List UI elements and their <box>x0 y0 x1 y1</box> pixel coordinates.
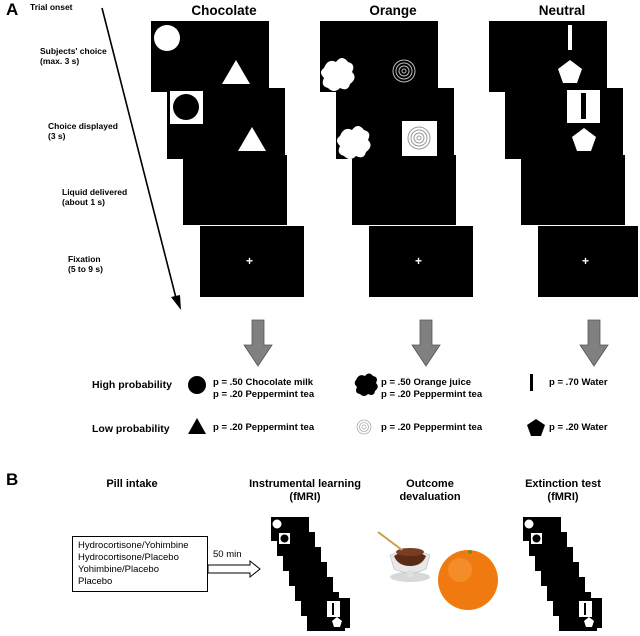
instrumental-learning-heading: Instrumental learning (fMRI) <box>249 478 361 503</box>
pentagon-stimulus-icon <box>572 128 596 151</box>
column-neutral-header: Neutral <box>538 3 586 18</box>
neutral-high-outcome: p = .70 Water <box>549 377 608 388</box>
circle-stimulus-icon <box>154 25 180 51</box>
chocolate-low-outcome: p = .20 Peppermint tea <box>213 422 315 433</box>
column-chocolate-header: Chocolate <box>191 3 257 18</box>
pentagon-outcome-icon <box>527 419 545 436</box>
panel-b-letter: B <box>6 470 19 489</box>
neutral-liquid-screen <box>521 155 625 225</box>
spiral-outcome-icon <box>356 419 372 435</box>
trial-onset-label: Trial onset <box>30 2 73 12</box>
spiral-stimulus-icon <box>392 59 416 83</box>
spiral-selected-icon <box>407 126 431 150</box>
pill-condition: Hydrocortisone/Placebo <box>78 552 179 563</box>
pill-conditions-box: Hydrocortisone/Yohimbine Hydrocortisone/… <box>72 536 208 592</box>
high-probability-label: High probability <box>92 379 172 391</box>
chocolate-liquid-screen <box>183 155 287 225</box>
pill-condition: Placebo <box>78 576 113 587</box>
pill-condition: Yohimbine/Placebo <box>78 564 159 575</box>
circle-outcome-icon <box>188 376 206 394</box>
chocolate-high-outcomes: p = .50 Chocolate milk p = .20 Peppermin… <box>213 377 315 400</box>
pill-condition: Hydrocortisone/Yohimbine <box>78 540 189 551</box>
choice-displayed-label: Choice displayed (3 s) <box>48 121 118 141</box>
chocolate-pudding-image <box>377 531 431 582</box>
panel-a-letter: A <box>6 0 19 19</box>
subjects-choice-label: Subjects' choice (max. 3 s) <box>40 46 107 66</box>
bar-selected-icon <box>581 93 586 119</box>
splat-stimulus-icon <box>337 126 371 159</box>
column-orange-header: Orange <box>369 3 417 18</box>
pill-intake-heading: Pill intake <box>106 478 158 490</box>
pentagon-stimulus-icon <box>558 60 582 83</box>
bar-stimulus-icon <box>568 25 572 50</box>
neutral-fixation-screen: + <box>538 226 638 297</box>
triangle-outcome-icon <box>188 418 206 434</box>
down-arrow-icon <box>411 319 441 367</box>
instrumental-screen-stack <box>271 517 350 631</box>
neutral-displayed-screen <box>505 88 623 159</box>
low-probability-label: Low probability <box>92 423 170 435</box>
timeline-arrowhead-icon <box>171 295 181 310</box>
neutral-choice-screen <box>489 21 607 92</box>
triangle-stimulus-icon <box>222 60 250 84</box>
fixation-cross: + <box>582 254 590 268</box>
circle-selected-icon <box>173 94 199 120</box>
orange-fruit-image <box>438 550 498 610</box>
down-arrow-icon <box>579 319 609 367</box>
down-arrow-icon <box>243 319 273 367</box>
chocolate-fixation-screen: + <box>200 226 304 297</box>
orange-high-outcomes: p = .50 Orange juice p = .20 Peppermint … <box>381 377 483 400</box>
timeline-line <box>101 7 177 299</box>
orange-low-outcome: p = .20 Peppermint tea <box>381 422 483 433</box>
liquid-delivered-label: Liquid delivered (about 1 s) <box>62 187 128 207</box>
selection-frame <box>402 121 437 156</box>
orange-fixation-screen: + <box>369 226 473 297</box>
extinction-test-heading: Extinction test (fMRI) <box>525 478 601 503</box>
outcome-devaluation-heading: Outcome devaluation <box>399 478 461 503</box>
delay-label: 50 min <box>213 549 242 560</box>
orange-liquid-screen <box>352 155 456 225</box>
triangle-stimulus-icon <box>238 127 266 151</box>
fixation-label: Fixation (5 to 9 s) <box>68 254 103 274</box>
neutral-low-outcome: p = .20 Water <box>549 422 608 433</box>
right-arrow-icon <box>207 559 261 579</box>
splat-stimulus-icon <box>321 58 355 91</box>
bar-outcome-icon <box>530 374 533 391</box>
fixation-cross: + <box>246 254 254 268</box>
splat-outcome-icon <box>354 373 378 396</box>
extinction-screen-stack <box>523 517 602 631</box>
fixation-cross: + <box>415 254 423 268</box>
